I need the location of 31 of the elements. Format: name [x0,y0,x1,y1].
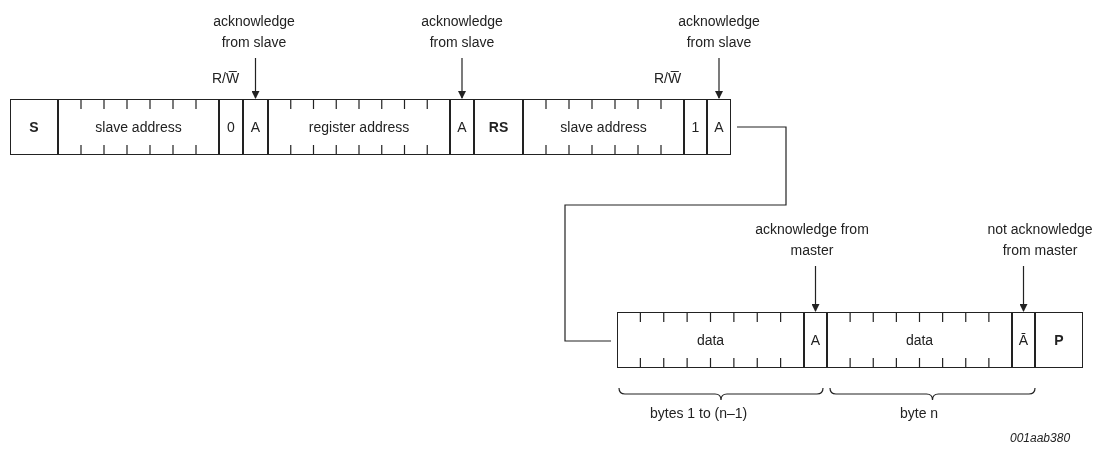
frame-field: data [827,312,1012,368]
frame-field: 0 [219,99,243,155]
leader-arrow [811,265,820,312]
leader-arrow [715,57,723,99]
callout-text: acknowledge from slave [412,10,512,54]
frame-field: data [617,312,804,368]
leader-arrow [251,57,260,99]
callout-text: acknowledge from master [752,218,872,262]
frame-field: 1 [684,99,707,155]
callout-text: not acknowledge from master [980,218,1097,262]
connector-line [564,126,787,342]
frame-field: register address [268,99,450,155]
frame-field: P [1035,312,1083,368]
signal-label: R/W̅ [654,70,682,86]
frame-field: A [707,99,731,155]
frame-field: RS [474,99,523,155]
callout-text: acknowledge from slave [669,10,769,54]
callout-text: acknowledge from slave [204,10,304,54]
frame-field: A [243,99,268,155]
frame-field: slave address [58,99,219,155]
signal-label: R/W̅ [212,70,240,86]
frame-field: slave address [523,99,684,155]
frame-field: A [450,99,474,155]
range-label: byte n [900,405,939,421]
figure-code: 001aab380 [1010,431,1071,445]
range-label: bytes 1 to (n–1) [650,405,748,421]
leader-arrow [458,57,466,99]
leader-arrow [1019,265,1028,312]
frame-field: S [10,99,58,155]
frame-field: Ā [1012,312,1035,368]
frame-field: A [804,312,827,368]
